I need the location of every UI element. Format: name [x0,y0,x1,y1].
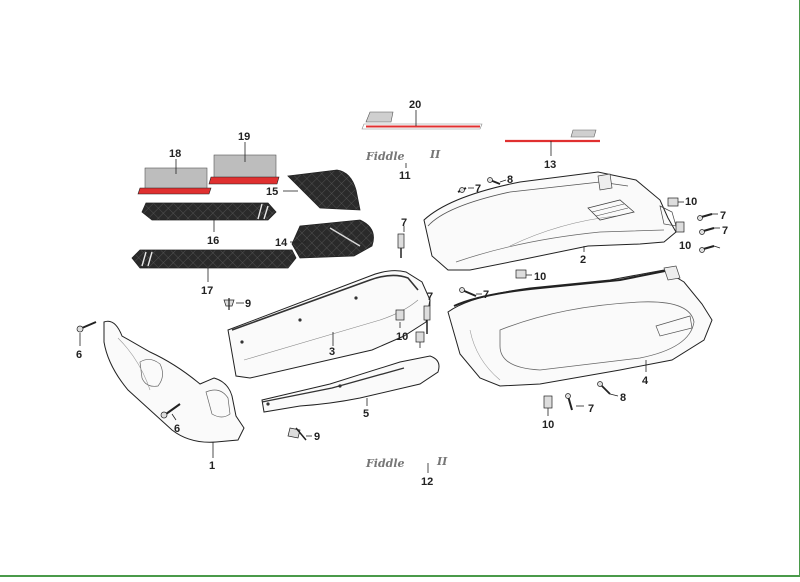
callout-5: 5 [363,408,369,420]
screw-6b [160,403,181,421]
logo-12: Fiddle II [365,455,448,473]
callout-6a: 6 [76,349,82,361]
logo-text-lower: Fiddle [365,457,405,470]
clip-10-center-a [395,309,405,328]
screw-7-right-c [699,245,721,253]
decal-19 [208,142,280,185]
clip-10-mid [515,269,532,279]
callout-8-top: 8 [507,174,513,186]
logo-11: Fiddle II [365,148,441,168]
bolt-7-left [397,226,405,258]
callout-20: 20 [409,99,421,111]
callout-10-bottom: 10 [542,419,554,431]
decal-17 [131,249,297,282]
callout-10-mid: 10 [534,271,546,283]
callout-16: 16 [207,235,219,247]
decal-14 [290,219,374,259]
callout-2: 2 [580,254,586,266]
screw-7-right-a [697,213,718,221]
callout-15: 15 [266,186,278,198]
logo-text-upper: Fiddle [365,150,405,163]
logo-suffix-lower: II [436,455,448,468]
callout-18: 18 [169,148,181,160]
bolt-8-top [487,177,507,185]
callout-3: 3 [329,346,335,358]
callout-7-bottom: 7 [588,403,594,415]
callout-13: 13 [544,159,556,171]
callout-7-mid: 7 [483,289,489,301]
clip-10-right-top [667,197,684,207]
decal-16 [141,202,277,232]
callout-14: 14 [275,237,288,249]
bolt-9a [223,298,244,310]
decal-18 [137,159,212,195]
callout-6b: 6 [174,423,180,435]
callout-7-center: 7 [427,291,433,303]
clip-10-bottom [543,395,553,416]
callout-labels: 1 2 3 4 5 6 6 7 7 7 7 7 7 7 8 8 9 9 10 1… [76,99,728,488]
screw-7-top [457,187,474,193]
callout-10-right-mid: 10 [679,240,691,252]
part-5-floor-lower-skirt [261,355,440,413]
bolt-8-bottom [597,381,619,397]
frame-bottom-edge [0,575,800,577]
screw-6a [76,321,97,346]
callout-7-right-b: 7 [722,225,728,237]
callout-10-right-top: 10 [685,196,697,208]
decal-15 [283,169,361,211]
logo-suffix-upper: II [429,148,441,161]
bolt-7-center [423,300,431,334]
callout-8-bottom: 8 [620,392,626,404]
part-1-front-lower-cover [103,320,245,458]
screw-7-bottom [565,393,584,411]
part-2-body-cover-upper [423,171,677,271]
part-4-body-cover-lower [447,265,713,387]
callout-7-top: 7 [475,183,481,195]
callout-7-right-a: 7 [720,210,726,222]
decal-20 [361,110,483,130]
screw-7-mid [459,287,482,297]
callout-4: 4 [642,375,649,387]
decal-13 [505,129,600,156]
clip-10-right-mid [675,221,685,233]
clip-10-center-b [415,331,425,348]
callout-9b: 9 [314,431,320,443]
callout-17: 17 [201,285,213,297]
callout-7-left: 7 [401,217,407,229]
callout-11: 11 [399,170,411,182]
callout-19: 19 [238,131,250,143]
callout-12: 12 [421,476,433,488]
bolt-9b [287,427,312,441]
callout-10-center: 10 [396,331,408,343]
callout-9a: 9 [245,298,251,310]
callout-1: 1 [209,460,215,472]
part-3-floor-side-strip [227,270,431,379]
screw-7-right-b [699,227,720,235]
